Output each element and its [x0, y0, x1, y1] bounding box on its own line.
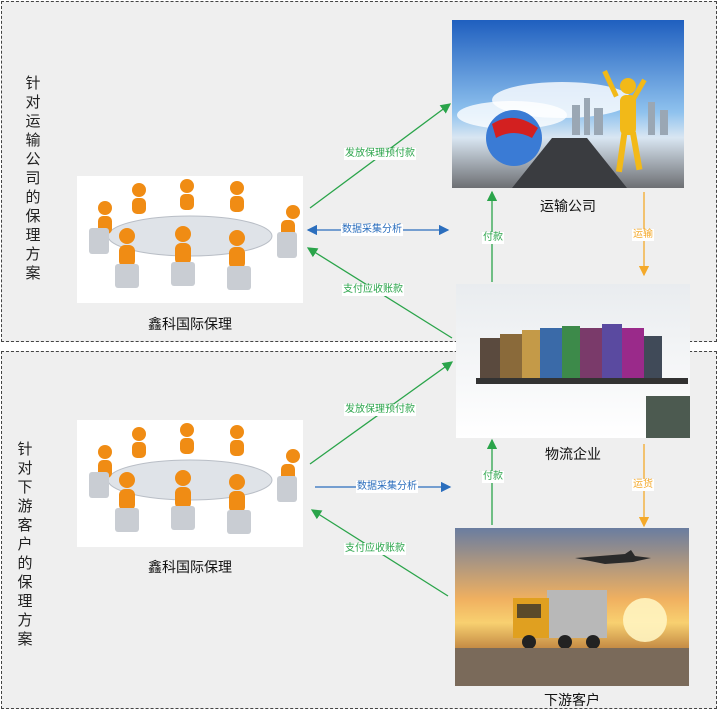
factoring-meeting-image-top	[77, 176, 303, 303]
factoring-label-bottom: 鑫科国际保理	[148, 560, 232, 576]
logistics-enterprise-image	[456, 284, 690, 438]
factoring-label-top: 鑫科国际保理	[148, 317, 232, 333]
label-bottom-shipping: 运货	[632, 479, 654, 491]
transport-company-label: 运输公司	[540, 199, 596, 215]
downstream-scheme-title: 针对下游客户的保理方案	[17, 440, 33, 648]
label-bottom-data: 数据采集分析	[356, 481, 418, 493]
label-top-pay-ar: 支付应收账款	[342, 284, 404, 296]
transport-company-image	[452, 20, 684, 188]
label-top-transport: 运输	[632, 229, 654, 241]
label-top-payment: 付款	[482, 232, 504, 244]
label-top-data: 数据采集分析	[341, 224, 403, 236]
factoring-meeting-image-bottom	[77, 420, 303, 547]
logistics-enterprise-label: 物流企业	[545, 447, 601, 463]
label-bottom-advance: 发放保理预付款	[344, 404, 416, 416]
transport-scheme-title: 针对运输公司的保理方案	[25, 74, 41, 282]
downstream-customer-label: 下游客户	[544, 693, 600, 709]
label-bottom-payment: 付款	[482, 471, 504, 483]
label-bottom-pay-ar: 支付应收账款	[344, 543, 406, 555]
downstream-customer-image	[455, 528, 689, 686]
label-top-advance: 发放保理预付款	[344, 148, 416, 160]
